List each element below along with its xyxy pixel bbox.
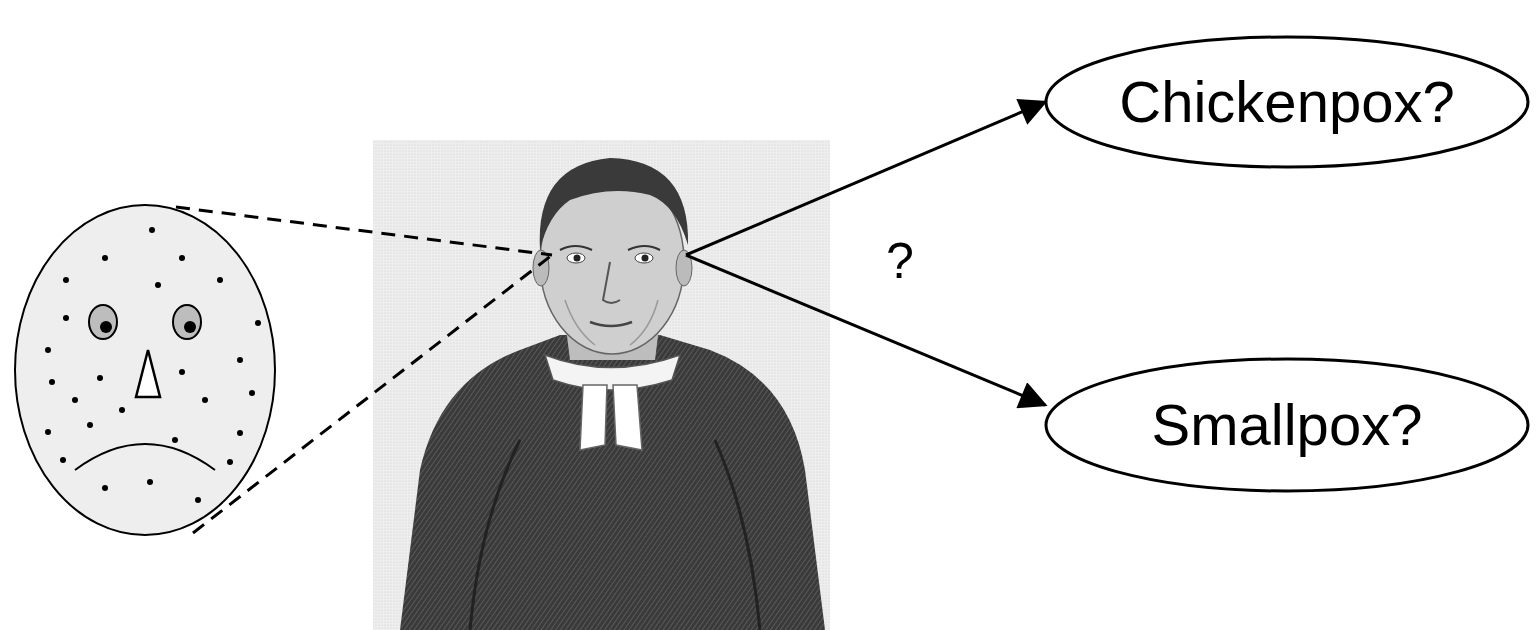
decision-arrows: [686, 102, 1045, 405]
hypothesis-ellipse: Smallpox?: [1044, 357, 1530, 493]
portrait: [373, 140, 830, 630]
question-label: ?: [886, 236, 914, 286]
gaze-lines: [176, 207, 552, 533]
hypothesis-text: Chickenpox?: [1119, 70, 1454, 134]
ellipse-shape: [1046, 37, 1528, 167]
sick-face: [15, 205, 275, 535]
hypothesis-text: Smallpox?: [1152, 393, 1423, 457]
hypothesis-ellipse: Chickenpox?: [1044, 35, 1530, 169]
ellipse-shape: [1046, 359, 1528, 491]
